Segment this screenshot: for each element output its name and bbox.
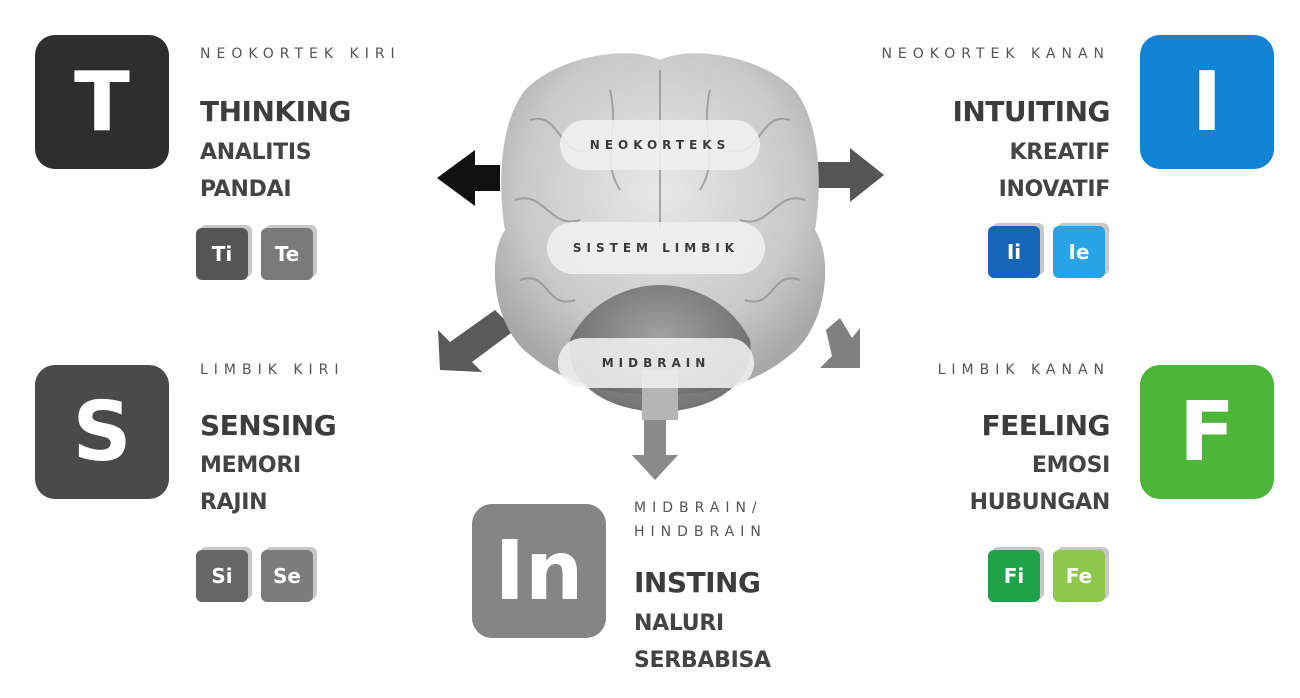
brain-illustration: NEOKORTEKS SISTEM LIMBIK MIDBRAIN: [490, 50, 830, 430]
feeling-trait-1: EMOSI: [1031, 453, 1110, 478]
sensing-region: LIMBIK KIRI: [200, 362, 345, 378]
badge-ti: Ti: [196, 228, 248, 280]
feeling-trait-2: HUBUNGAN: [969, 490, 1111, 515]
thinking-title: THINKING: [200, 95, 351, 128]
intuiting-trait-1: KREATIF: [1009, 140, 1111, 165]
sensing-trait-1: MEMORI: [200, 453, 301, 478]
sensing-title: SENSING: [200, 409, 337, 442]
insting-region-line-1: MIDBRAIN/: [634, 500, 763, 516]
thinking-trait-1: ANALITIS: [200, 140, 312, 165]
thinking-region: NEOKORTEK KIRI: [200, 46, 401, 62]
sensing-tile: S: [35, 365, 169, 499]
badge-fi: Fi: [988, 550, 1040, 602]
intuiting-tile: I: [1140, 35, 1274, 169]
insting-trait-1: NALURI: [634, 611, 724, 636]
insting-title: INSTING: [634, 566, 761, 599]
arrow-right-icon: [815, 148, 884, 202]
intuiting-region: NEOKORTEK KANAN: [881, 46, 1110, 62]
brain-label-sistem-limbik: SISTEM LIMBIK: [547, 222, 765, 274]
arrow-down-left-icon: [438, 310, 515, 372]
thinking-trait-2: PANDAI: [200, 177, 292, 202]
badge-te: Te: [261, 228, 313, 280]
brain-label-midbrain: MIDBRAIN: [558, 338, 754, 388]
sensing-trait-2: RAJIN: [200, 490, 268, 515]
badge-ie: Ie: [1053, 226, 1105, 278]
feeling-title: FEELING: [981, 409, 1110, 442]
insting-region-line-2: HINDBRAIN: [634, 524, 767, 540]
badge-fe: Fe: [1053, 550, 1105, 602]
brain-label-neokorteks: NEOKORTEKS: [560, 120, 760, 170]
arrow-down-icon: [632, 418, 678, 480]
insting-tile: In: [472, 504, 606, 638]
feeling-region: LIMBIK KANAN: [937, 362, 1110, 378]
intuiting-title: INTUITING: [952, 95, 1110, 128]
arrow-down-right-icon: [820, 318, 860, 368]
badge-ii: Ii: [988, 226, 1040, 278]
insting-trait-2: SERBABISA: [634, 648, 771, 673]
feeling-tile: F: [1140, 365, 1274, 499]
intuiting-trait-2: INOVATIF: [998, 177, 1111, 202]
badge-si: Si: [196, 550, 248, 602]
badge-se: Se: [261, 550, 313, 602]
arrow-left-icon: [437, 150, 500, 206]
thinking-tile: T: [35, 35, 169, 169]
